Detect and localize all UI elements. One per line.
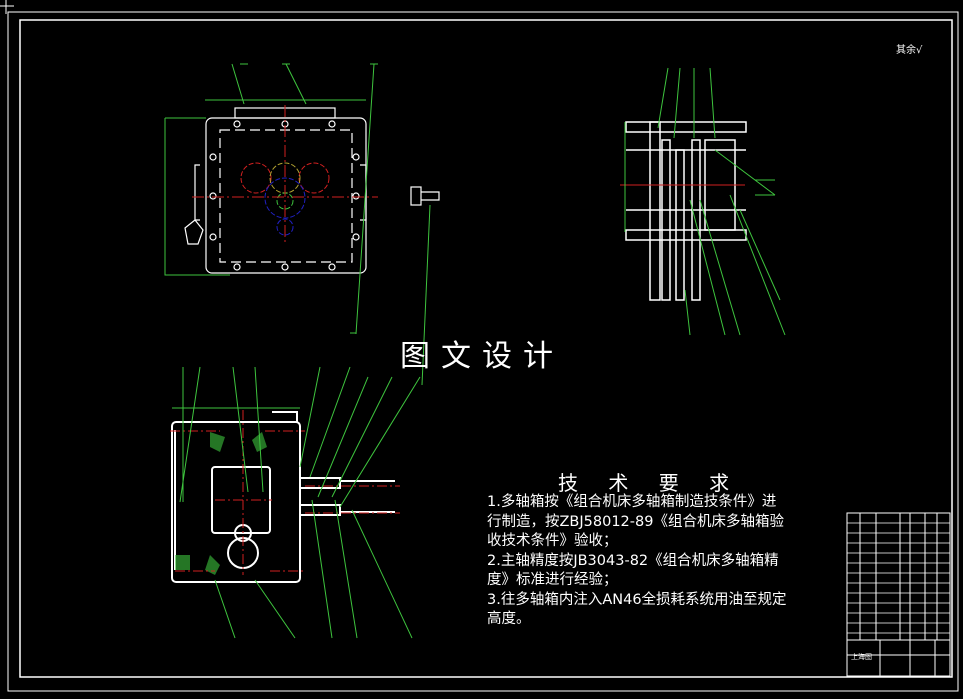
requirement-line: 高度。: [487, 611, 531, 627]
requirements-title: 技 术 要 求: [558, 471, 742, 495]
requirement-line: 1.多轴箱按《组合机床多轴箱制造技条件》进: [487, 494, 777, 510]
front-view: [170, 366, 421, 639]
requirement-line: 2.主轴精度按JB3043-82《组合机床多轴箱精: [487, 553, 779, 569]
title-block-label: 上海图: [851, 653, 872, 661]
requirement-line: 收技术条件》验收；: [487, 533, 618, 549]
watermark-text: 图文设计: [400, 339, 564, 374]
side-view: [620, 67, 786, 336]
title-block: [846, 512, 951, 677]
surface-finish-note: 其余√: [896, 45, 923, 56]
requirement-line: 3.往多轴箱内注入AN46全损耗系统用油至规定: [487, 592, 787, 608]
top-view: [164, 63, 440, 386]
requirement-line: 行制造，按ZBJ58012-89《组合机床多轴箱验: [487, 514, 784, 530]
requirement-line: 度》标准进行经验；: [487, 572, 618, 588]
